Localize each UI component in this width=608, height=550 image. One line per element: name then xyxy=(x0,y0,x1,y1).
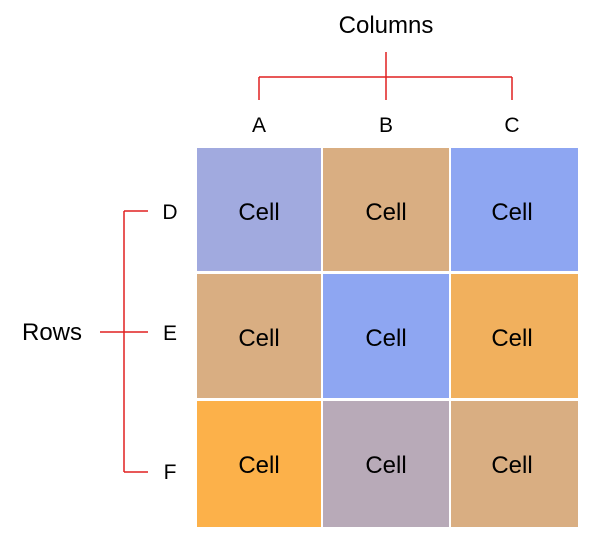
row-header-e: E xyxy=(163,322,177,345)
cell-d-c xyxy=(451,148,578,271)
columns-title: Columns xyxy=(339,12,434,39)
grid: Cell Cell Cell Cell Cell Cell Cell Cell … xyxy=(197,148,578,527)
cell-label-d-a: Cell xyxy=(238,199,279,226)
rows-title: Rows xyxy=(22,319,82,346)
columns-bracket xyxy=(258,52,513,100)
grid-row-e: Cell Cell Cell xyxy=(197,274,578,398)
row-header-f: F xyxy=(164,461,177,484)
column-header-b: B xyxy=(379,114,393,137)
cell-f-a xyxy=(197,401,321,527)
row-header-d: D xyxy=(162,201,177,224)
cell-label-e-c: Cell xyxy=(491,325,532,352)
cell-d-b xyxy=(323,148,449,271)
cell-label-e-a: Cell xyxy=(238,325,279,352)
rows-bracket xyxy=(100,210,148,473)
cell-label-f-a: Cell xyxy=(238,452,279,479)
cell-e-c xyxy=(451,274,578,398)
cell-d-a xyxy=(197,148,321,271)
cell-label-f-c: Cell xyxy=(491,452,532,479)
cell-label-f-b: Cell xyxy=(365,452,406,479)
cell-e-b xyxy=(323,274,449,398)
cell-label-d-b: Cell xyxy=(365,199,406,226)
column-header-a: A xyxy=(252,114,266,137)
grid-row-f: Cell Cell Cell xyxy=(197,401,578,527)
column-header-c: C xyxy=(504,114,519,137)
cell-label-e-b: Cell xyxy=(365,325,406,352)
cell-f-b xyxy=(323,401,449,527)
cell-f-c xyxy=(451,401,578,527)
grid-row-d: Cell Cell Cell xyxy=(197,148,578,271)
cell-label-d-c: Cell xyxy=(491,199,532,226)
cell-e-a xyxy=(197,274,321,398)
